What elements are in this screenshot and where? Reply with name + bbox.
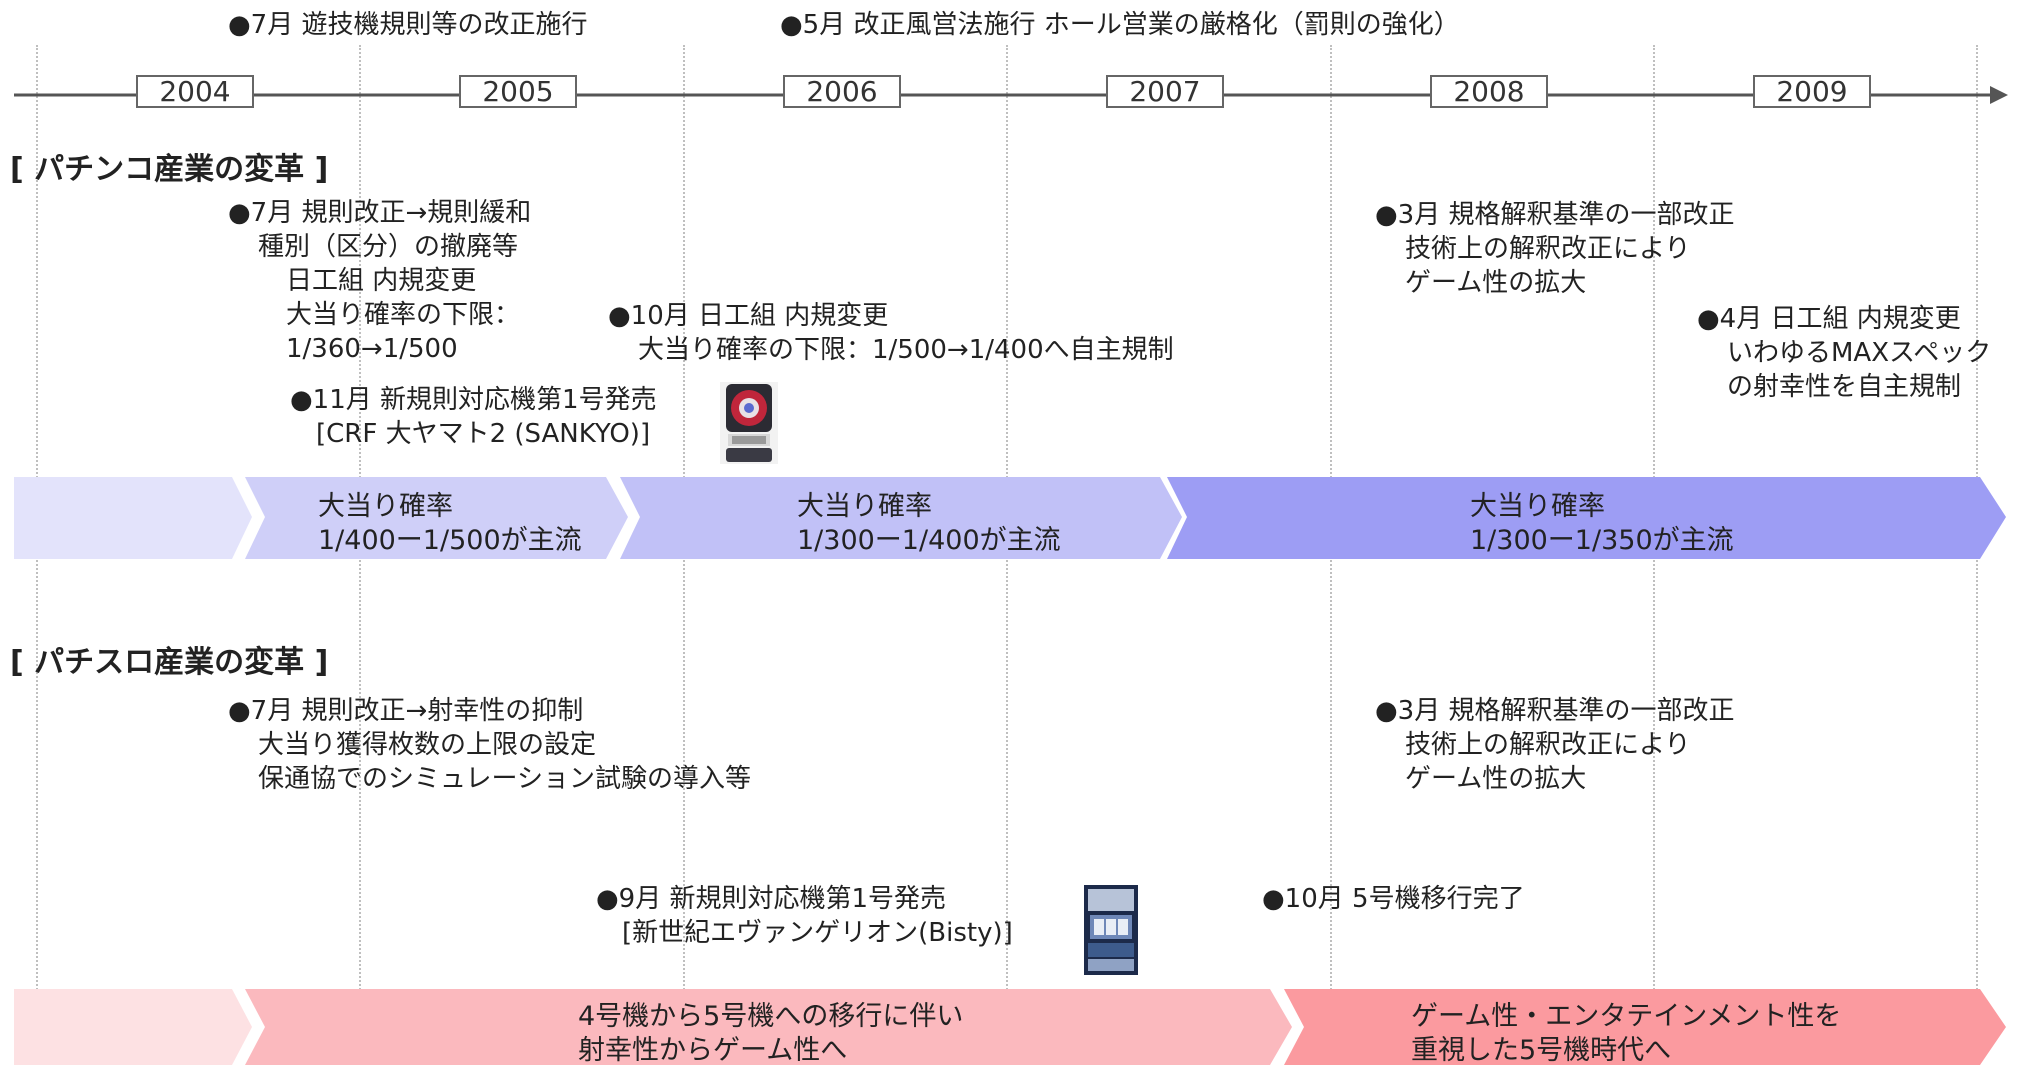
- event-line: ●7月 規則改正→射幸性の抑制: [228, 696, 584, 726]
- pachinko-band-arrows: [14, 477, 2006, 559]
- year-label: 2009: [1753, 75, 1871, 108]
- band-line: 重視した5号機時代へ: [1411, 1035, 1672, 1066]
- pachislot-event-2005-09: ●9月 新規則対応機第1号発売 [新世紀エヴァンゲリオン(Bisty)]: [596, 882, 1013, 950]
- timeline-axis: [14, 86, 2008, 104]
- band-line: 大当り確率: [1470, 491, 1605, 522]
- event-line: ●10月 日工組 内規変更: [608, 301, 889, 331]
- event-line: 大当り獲得枚数の上限の設定: [258, 730, 597, 760]
- band-segment: [14, 477, 252, 559]
- event-line: ●4月 日工組 内規変更: [1697, 304, 1961, 334]
- event-line: ゲーム性の拡大: [1405, 268, 1587, 298]
- band-line: 4号機から5号機への移行に伴い: [578, 1001, 964, 1032]
- event-line: 大当り確率の下限：1/500→1/400へ自主規制: [638, 335, 1174, 365]
- event-line: いわゆるMAXスペック: [1727, 338, 1992, 368]
- pachinko-event-2008-03: ●3月 規格解釈基準の一部改正 技術上の解釈改正により ゲーム性の拡大: [1375, 198, 1735, 300]
- pachinko-event-2005-10: ●10月 日工組 内規変更 大当り確率の下限：1/500→1/400へ自主規制: [608, 299, 1174, 367]
- band-segment: [245, 477, 628, 559]
- event-line: 大当り確率の下限：: [286, 300, 521, 330]
- band-line: 1/300ー1/400が主流: [797, 525, 1061, 556]
- year-label: 2006: [783, 75, 901, 108]
- band-line: 射幸性からゲーム性へ: [578, 1035, 848, 1066]
- pachislot-band-label: 4号機から5号機への移行に伴い 射幸性からゲーム性へ: [578, 1000, 963, 1068]
- band-segment: [1167, 477, 2006, 559]
- event-line: 技術上の解釈改正により: [1405, 730, 1691, 760]
- band-line: ゲーム性・エンタテインメント性を: [1411, 1001, 1842, 1032]
- pachislot-event-2007-10: ●10月 5号機移行完了: [1262, 882, 1525, 916]
- pachinko-event-2004-11: ●11月 新規則対応機第1号発売 [CRF 大ヤマト2 (SANKYO)]: [290, 383, 657, 451]
- top-event-2006: ●5月 改正風営法施行 ホール営業の厳格化（罰則の強化）: [780, 10, 1460, 40]
- event-line: ●3月 規格解釈基準の一部改正: [1375, 200, 1735, 230]
- event-line: ●7月 規則改正→規則緩和: [228, 198, 532, 228]
- event-line: ●3月 規格解釈基準の一部改正: [1375, 696, 1735, 726]
- event-line: 保通協でのシミュレーション試験の導入等: [258, 764, 751, 794]
- event-line: [CRF 大ヤマト2 (SANKYO)]: [316, 419, 651, 449]
- event-line: 日工組 内規変更: [286, 266, 477, 296]
- year-label: 2008: [1430, 75, 1548, 108]
- band-line: 大当り確率: [797, 491, 932, 522]
- band-segment: [620, 477, 1182, 559]
- event-line: ●11月 新規則対応機第1号発売: [290, 385, 657, 415]
- band-line: 大当り確率: [318, 491, 453, 522]
- band-line: 1/300ー1/350が主流: [1470, 525, 1734, 556]
- event-line: 1/360→1/500: [286, 334, 458, 364]
- band-segment: [245, 989, 1292, 1065]
- event-line: [新世紀エヴァンゲリオン(Bisty)]: [622, 918, 1013, 948]
- event-line: ●9月 新規則対応機第1号発売: [596, 884, 947, 914]
- band-segment: [14, 989, 252, 1065]
- pachinko-band-label: 大当り確率 1/300ー1/350が主流: [1470, 490, 1734, 558]
- pachinko-event-2009-04: ●4月 日工組 内規変更 いわゆるMAXスペック の射幸性を自主規制: [1697, 302, 1991, 404]
- event-line: の射幸性を自主規制: [1727, 372, 1962, 402]
- year-label: 2005: [459, 75, 577, 108]
- top-event-2004: ●7月 遊技機規則等の改正施行: [228, 10, 588, 40]
- event-line: 種別（区分）の撤廃等: [258, 232, 519, 262]
- pachislot-event-2008-03: ●3月 規格解釈基準の一部改正 技術上の解釈改正により ゲーム性の拡大: [1375, 694, 1735, 796]
- pachislot-heading: [ パチスロ産業の変革 ]: [10, 645, 329, 680]
- pachinko-heading: [ パチンコ産業の変革 ]: [10, 152, 329, 187]
- pachislot-machine-image: [1084, 885, 1138, 975]
- year-label: 2004: [136, 75, 254, 108]
- pachinko-band-label: 大当り確率 1/400ー1/500が主流: [318, 490, 582, 558]
- event-line: 技術上の解釈改正により: [1405, 234, 1691, 264]
- band-line: 1/400ー1/500が主流: [318, 525, 582, 556]
- pachislot-band-label: ゲーム性・エンタテインメント性を 重視した5号機時代へ: [1411, 1000, 1841, 1068]
- pachinko-machine-image: [720, 382, 778, 464]
- pachinko-event-2004-07: ●7月 規則改正→規則緩和 種別（区分）の撤廃等 日工組 内規変更 大当り確率の…: [228, 196, 531, 366]
- band-segment: [1284, 989, 2006, 1065]
- event-line: ゲーム性の拡大: [1405, 764, 1587, 794]
- pachislot-band-arrows: [14, 989, 2006, 1065]
- pachinko-band-label: 大当り確率 1/300ー1/400が主流: [797, 490, 1061, 558]
- pachislot-event-2004-07: ●7月 規則改正→射幸性の抑制 大当り獲得枚数の上限の設定 保通協でのシミュレー…: [228, 694, 751, 796]
- event-line: ●10月 5号機移行完了: [1262, 884, 1525, 914]
- year-label: 2007: [1106, 75, 1224, 108]
